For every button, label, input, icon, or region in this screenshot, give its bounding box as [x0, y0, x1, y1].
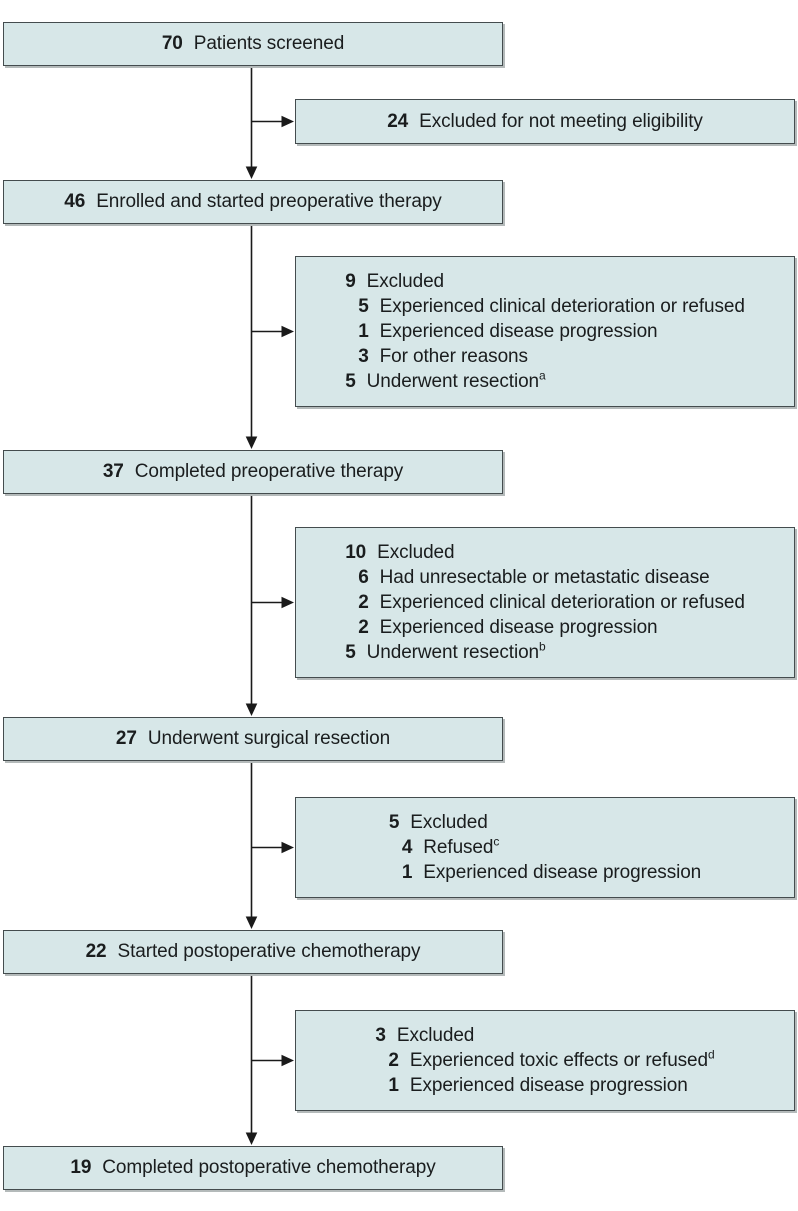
count: 70: [161, 33, 183, 54]
count: 2: [388, 1050, 399, 1071]
label: Had unresectable or metastatic disease: [379, 567, 710, 588]
count: 2: [358, 617, 369, 638]
label: Completed postoperative chemotherapy: [102, 1157, 436, 1178]
footnote-marker-c: c: [493, 834, 500, 849]
down-arrow-2: [245, 224, 258, 449]
box-line: 19 Completed postoperative chemotherapy: [70, 1157, 435, 1179]
label: Experienced disease progression: [423, 862, 702, 883]
exclusion-box-after-resection: 5 Excluded 4 Refusedc 1 Experienced dise…: [295, 797, 795, 898]
count: 22: [85, 941, 107, 962]
exclusion-line: 24 Excluded for not meeting eligibility: [387, 109, 703, 134]
flow-box-completed-preop: 37 Completed preoperative therapy: [3, 450, 503, 494]
exclusion-line: 2 Experienced clinical deterioration or …: [358, 590, 745, 615]
label: Enrolled and started preoperative therap…: [96, 191, 442, 212]
label: Experienced disease progression: [379, 617, 658, 638]
flow-box-enrolled-started-preop: 46 Enrolled and started preoperative the…: [3, 180, 503, 224]
exclusion-line: 1 Experienced disease progression: [402, 860, 701, 885]
count: 4: [401, 837, 413, 858]
exclusion-line: 5 Underwent resectiona: [345, 369, 745, 394]
exclusion-line: 1 Experienced disease progression: [388, 1073, 714, 1098]
count: 1: [358, 321, 369, 342]
exclusion-line: 5 Excluded: [389, 810, 701, 835]
exclusion-line: 4 Refusedc: [402, 835, 701, 860]
label: Experienced disease progression: [409, 1075, 688, 1096]
label: Excluded for not meeting eligibility: [419, 111, 703, 132]
footnote-marker-b: b: [539, 639, 546, 654]
exclusion-line: 2 Experienced toxic effects or refusedd: [388, 1048, 714, 1073]
count: 37: [102, 461, 124, 482]
label: Excluded: [410, 812, 488, 833]
flow-box-patients-screened: 70 Patients screened: [3, 22, 503, 66]
footnote-marker-a: a: [539, 368, 546, 383]
count: 1: [401, 862, 413, 883]
count: 3: [375, 1025, 386, 1046]
exclusion-line: 1 Experienced disease progression: [358, 319, 745, 344]
label: Underwent resectionb: [366, 639, 546, 663]
branch-arrow-5: [251, 1054, 294, 1067]
exclusion-line: 5 Experienced clinical deterioration or …: [358, 294, 745, 319]
count: 9: [345, 271, 356, 292]
box-line: 37 Completed preoperative therapy: [103, 461, 403, 483]
label: Experienced clinical deterioration or re…: [379, 296, 745, 317]
label: Patients screened: [193, 33, 345, 54]
label: Underwent resectiona: [366, 368, 546, 392]
count: 5: [358, 296, 369, 317]
count: 27: [115, 728, 137, 749]
branch-arrow-3: [251, 596, 294, 609]
exclusion-line: 2 Experienced disease progression: [358, 615, 745, 640]
down-arrow-1: [245, 66, 258, 179]
exclusion-line: 9 Excluded: [345, 269, 745, 294]
box-line: 46 Enrolled and started preoperative the…: [64, 191, 442, 213]
label: For other reasons: [379, 346, 528, 367]
count: 46: [64, 191, 86, 212]
count: 24: [387, 111, 409, 132]
flow-box-started-postop-chemo: 22 Started postoperative chemotherapy: [3, 930, 503, 974]
count: 5: [345, 371, 356, 392]
branch-arrow-1: [251, 115, 294, 128]
label: Experienced clinical deterioration or re…: [379, 592, 745, 613]
down-arrow-3: [245, 494, 258, 716]
count: 10: [345, 542, 367, 563]
exclusion-line: 3 For other reasons: [358, 344, 745, 369]
count: 19: [70, 1157, 92, 1178]
label: Experienced toxic effects or refusedd: [409, 1047, 715, 1071]
count: 5: [345, 642, 356, 663]
label: Started postoperative chemotherapy: [117, 941, 421, 962]
count: 6: [358, 567, 369, 588]
box-line: 27 Underwent surgical resection: [116, 728, 390, 750]
count: 1: [388, 1075, 399, 1096]
exclusion-text-block: 9 Excluded 5 Experienced clinical deteri…: [345, 269, 745, 394]
exclusion-line: 3 Excluded: [375, 1023, 714, 1048]
down-arrow-4: [245, 761, 258, 929]
label: Excluded: [366, 271, 445, 292]
exclusion-line: 5 Underwent resectionb: [345, 640, 745, 665]
branch-arrow-2: [251, 325, 294, 338]
exclusion-box-after-preop: 10 Excluded 6 Had unresectable or metast…: [295, 527, 795, 678]
exclusion-line: 6 Had unresectable or metastatic disease: [358, 565, 745, 590]
label: Refusedc: [423, 834, 500, 858]
exclusion-line: 10 Excluded: [345, 540, 745, 565]
box-line: 22 Started postoperative chemotherapy: [86, 941, 421, 963]
flow-box-underwent-resection: 27 Underwent surgical resection: [3, 717, 503, 761]
count: 2: [358, 592, 369, 613]
exclusion-text-block: 10 Excluded 6 Had unresectable or metast…: [345, 540, 745, 665]
exclusion-box-not-eligible: 24 Excluded for not meeting eligibility: [295, 99, 795, 144]
count: 3: [358, 346, 369, 367]
count: 5: [388, 812, 400, 833]
branch-arrow-4: [251, 841, 294, 854]
label: Excluded: [377, 542, 455, 563]
exclusion-text-block: 24 Excluded for not meeting eligibility: [387, 109, 703, 134]
down-arrow-5: [245, 974, 258, 1145]
label: Completed preoperative therapy: [134, 461, 404, 482]
label: Excluded: [396, 1025, 475, 1046]
label: Underwent surgical resection: [147, 728, 391, 749]
exclusion-text-block: 5 Excluded 4 Refusedc 1 Experienced dise…: [389, 810, 701, 885]
flow-box-completed-postop-chemo: 19 Completed postoperative chemotherapy: [3, 1146, 503, 1190]
label: Experienced disease progression: [379, 321, 658, 342]
exclusion-box-during-postop-chemo: 3 Excluded 2 Experienced toxic effects o…: [295, 1010, 795, 1111]
exclusion-text-block: 3 Excluded 2 Experienced toxic effects o…: [375, 1023, 714, 1098]
box-line: 70 Patients screened: [162, 33, 344, 55]
exclusion-box-during-preop: 9 Excluded 5 Experienced clinical deteri…: [295, 256, 795, 407]
footnote-marker-d: d: [708, 1047, 715, 1062]
